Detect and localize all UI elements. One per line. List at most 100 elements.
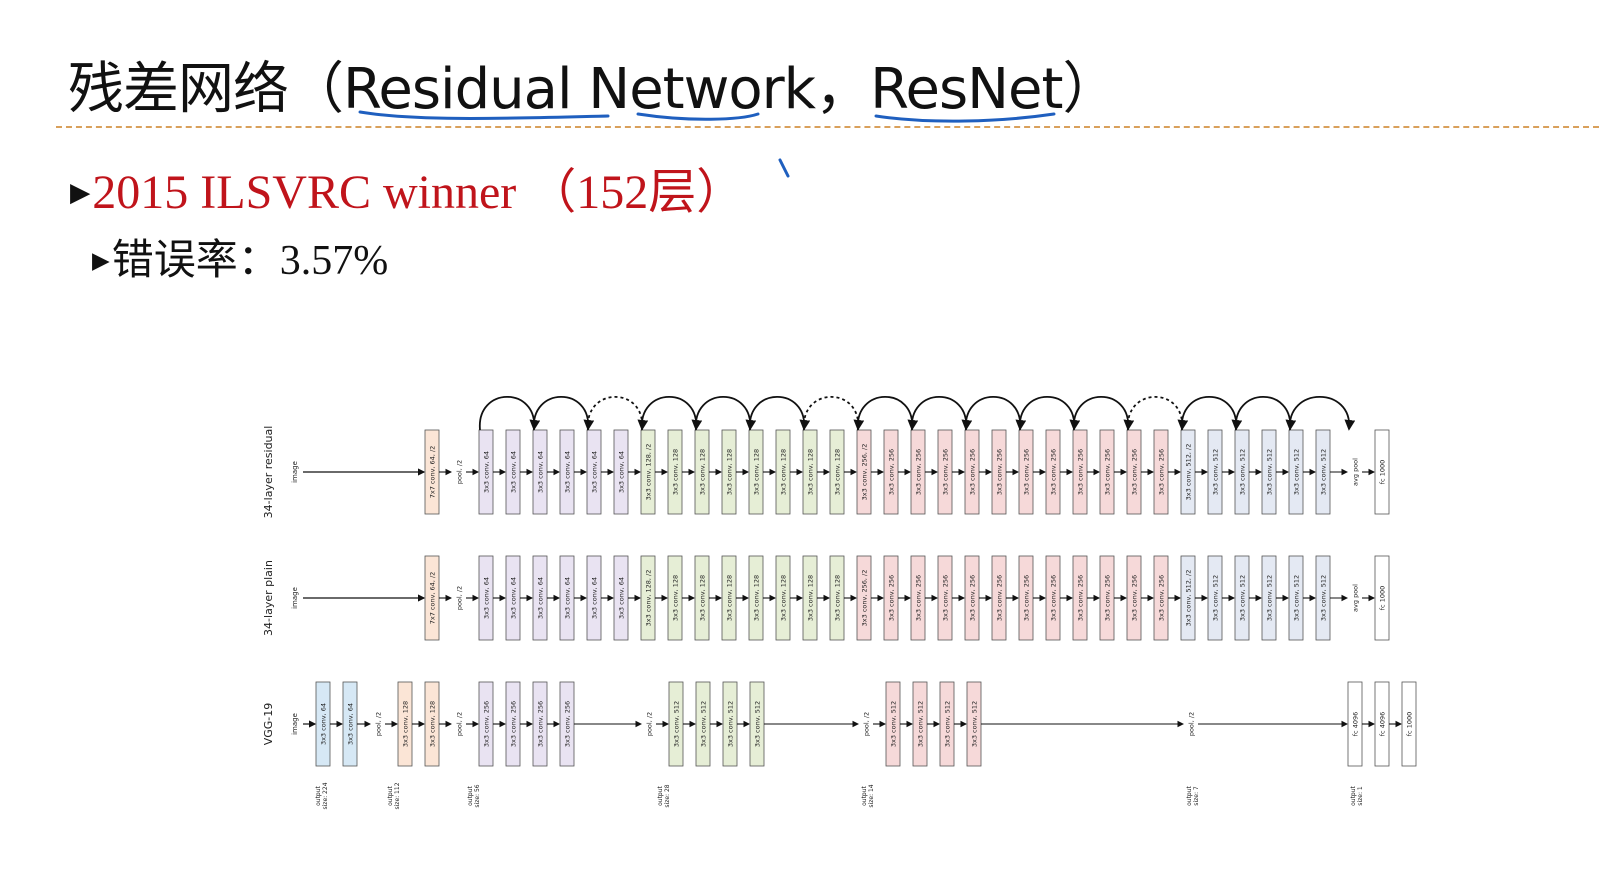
row-label: 34-layer plain (262, 560, 275, 636)
layer-label: 3x3 conv, 128 (699, 575, 707, 621)
layer-label: fc 4096 (1352, 712, 1360, 736)
layer-label: 3x3 conv, 64 (483, 577, 491, 619)
layer-label: 3x3 conv, 512 (727, 701, 735, 747)
output-size-label: output (657, 785, 664, 805)
skip-connection (695, 396, 757, 431)
layer-label: 3x3 conv, 64 (591, 451, 599, 493)
layer-label: 3x3 conv, 64 (347, 703, 355, 745)
layer-label: 3x3 conv, 128 (753, 575, 761, 621)
layer-label: 3x3 conv, 256 (564, 701, 572, 747)
skip-connection (479, 396, 541, 431)
layer-label: pool, /2 (375, 712, 383, 736)
layer-label: 3x3 conv, 512 (1293, 449, 1301, 495)
layer-label: 3x3 conv, 256 (942, 575, 950, 621)
output-size-label: size: 28 (664, 784, 671, 807)
layer-label: 3x3 conv, 256 (996, 575, 1004, 621)
layer-label: 3x3 conv, 512 (1320, 449, 1328, 495)
layer-label: 3x3 conv, 64 (618, 451, 626, 493)
layer-label: pool, /2 (863, 712, 871, 736)
layer-label: pool, /2 (646, 712, 654, 736)
layer-label: pool, /2 (456, 712, 464, 736)
annotation-stroke (358, 110, 610, 120)
layer-label: 3x3 conv, 512 (1212, 449, 1220, 495)
network-row (303, 429, 1390, 515)
layer-label: 3x3 conv, 128 (699, 449, 707, 495)
layer-label: 3x3 conv, 256 (510, 701, 518, 747)
slide-title: 残差网络（Residual Network，ResNet） (68, 57, 1118, 122)
layer-label: 3x3 conv, 256 (969, 449, 977, 495)
layer-label: 3x3 conv, 512 (971, 701, 979, 747)
layer-label: 3x3 conv, 128 (726, 575, 734, 621)
skip-connection (857, 396, 919, 431)
layer-label: 3x3 conv, 256 (915, 575, 923, 621)
layer-label: 3x3 conv, 512 (1320, 575, 1328, 621)
layer-label: 3x3 conv, 64 (618, 577, 626, 619)
layer-block (1374, 555, 1390, 641)
row-label: VGG-19 (262, 703, 275, 746)
title-divider (56, 126, 1599, 128)
layer-label: 3x3 conv, 256 (1131, 449, 1139, 495)
layer-label: 3x3 conv, 512 (890, 701, 898, 747)
output-size-label: size: 56 (474, 784, 481, 807)
layer-label: 3x3 conv, 64 (537, 577, 545, 619)
skip-connection (533, 396, 595, 431)
skip-connection (965, 396, 1027, 431)
layer-label: 3x3 conv, 512 (754, 701, 762, 747)
skip-connection (641, 396, 703, 431)
layer-label: avg pool (1352, 458, 1360, 486)
layer-label: 3x3 conv, 64 (510, 577, 518, 619)
layer-label: 3x3 conv, 256 (1104, 575, 1112, 621)
network-row (303, 555, 1390, 641)
layer-label: 3x3 conv, 64 (591, 577, 599, 619)
layer-label: 3x3 conv, 512 (944, 701, 952, 747)
layer-label: 7x7 conv, 64, /2 (429, 446, 437, 499)
layer-label: 3x3 conv, 128 (672, 449, 680, 495)
layer-label: 3x3 conv, 256 (942, 449, 950, 495)
layer-label: 3x3 conv, 64 (537, 451, 545, 493)
layer-label: 3x3 conv, 256 (1158, 575, 1166, 621)
layer-label: 3x3 conv, 256 (996, 449, 1004, 495)
layer-label: 3x3 conv, 128 (807, 449, 815, 495)
layer-block (1374, 429, 1390, 515)
skip-connection (1127, 396, 1189, 431)
output-size-label: size: 7 (1193, 786, 1200, 806)
layer-label: fc 1000 (1379, 460, 1387, 484)
layer-label: 3x3 conv, 256 (1077, 575, 1085, 621)
layer-label: 3x3 conv, 256 (1023, 449, 1031, 495)
layer-label: 3x3 conv, 128 (429, 701, 437, 747)
skip-connection (1019, 396, 1081, 431)
layer-label: avg pool (1352, 584, 1360, 612)
skip-connection (587, 396, 649, 431)
row-label: 34-layer residual (262, 426, 275, 519)
skip-connection (749, 396, 811, 431)
output-size-label: size: 1 (1357, 786, 1364, 806)
layer-label: 3x3 conv, 512, /2 (1185, 570, 1193, 627)
input-label: image (291, 587, 299, 609)
skip-connection (803, 396, 865, 431)
layer-label: 3x3 conv, 512 (1266, 575, 1274, 621)
layer-label: 3x3 conv, 256 (1104, 449, 1112, 495)
output-size-label: output (467, 785, 474, 805)
layer-label: fc 1000 (1406, 712, 1414, 736)
layer-label: 3x3 conv, 256 (969, 575, 977, 621)
bullet-triangle-icon: ▶ (70, 177, 91, 208)
layer-label: 3x3 conv, 128 (672, 575, 680, 621)
layer-label: 3x3 conv, 256 (1050, 449, 1058, 495)
layer-label: 3x3 conv, 256 (483, 701, 491, 747)
layer-label: 3x3 conv, 512 (1266, 449, 1274, 495)
layer-label: 3x3 conv, 128 (780, 449, 788, 495)
layer-label: 3x3 conv, 256 (888, 449, 896, 495)
layer-label: 3x3 conv, 256, /2 (861, 444, 869, 501)
layer-label: 7x7 conv, 64, /2 (429, 572, 437, 625)
skip-connection (1289, 396, 1356, 431)
output-size-label: output (1350, 785, 1357, 805)
bullet-error-rate: ▶错误率：3.57% (92, 226, 388, 287)
input-label: image (291, 461, 299, 483)
layer-label: 3x3 conv, 256 (537, 701, 545, 747)
output-size-label: size: 112 (394, 782, 401, 809)
layer-label: 3x3 conv, 64 (483, 451, 491, 493)
layer-label: 3x3 conv, 128 (834, 575, 842, 621)
layer-label: 3x3 conv, 128, /2 (645, 570, 653, 627)
